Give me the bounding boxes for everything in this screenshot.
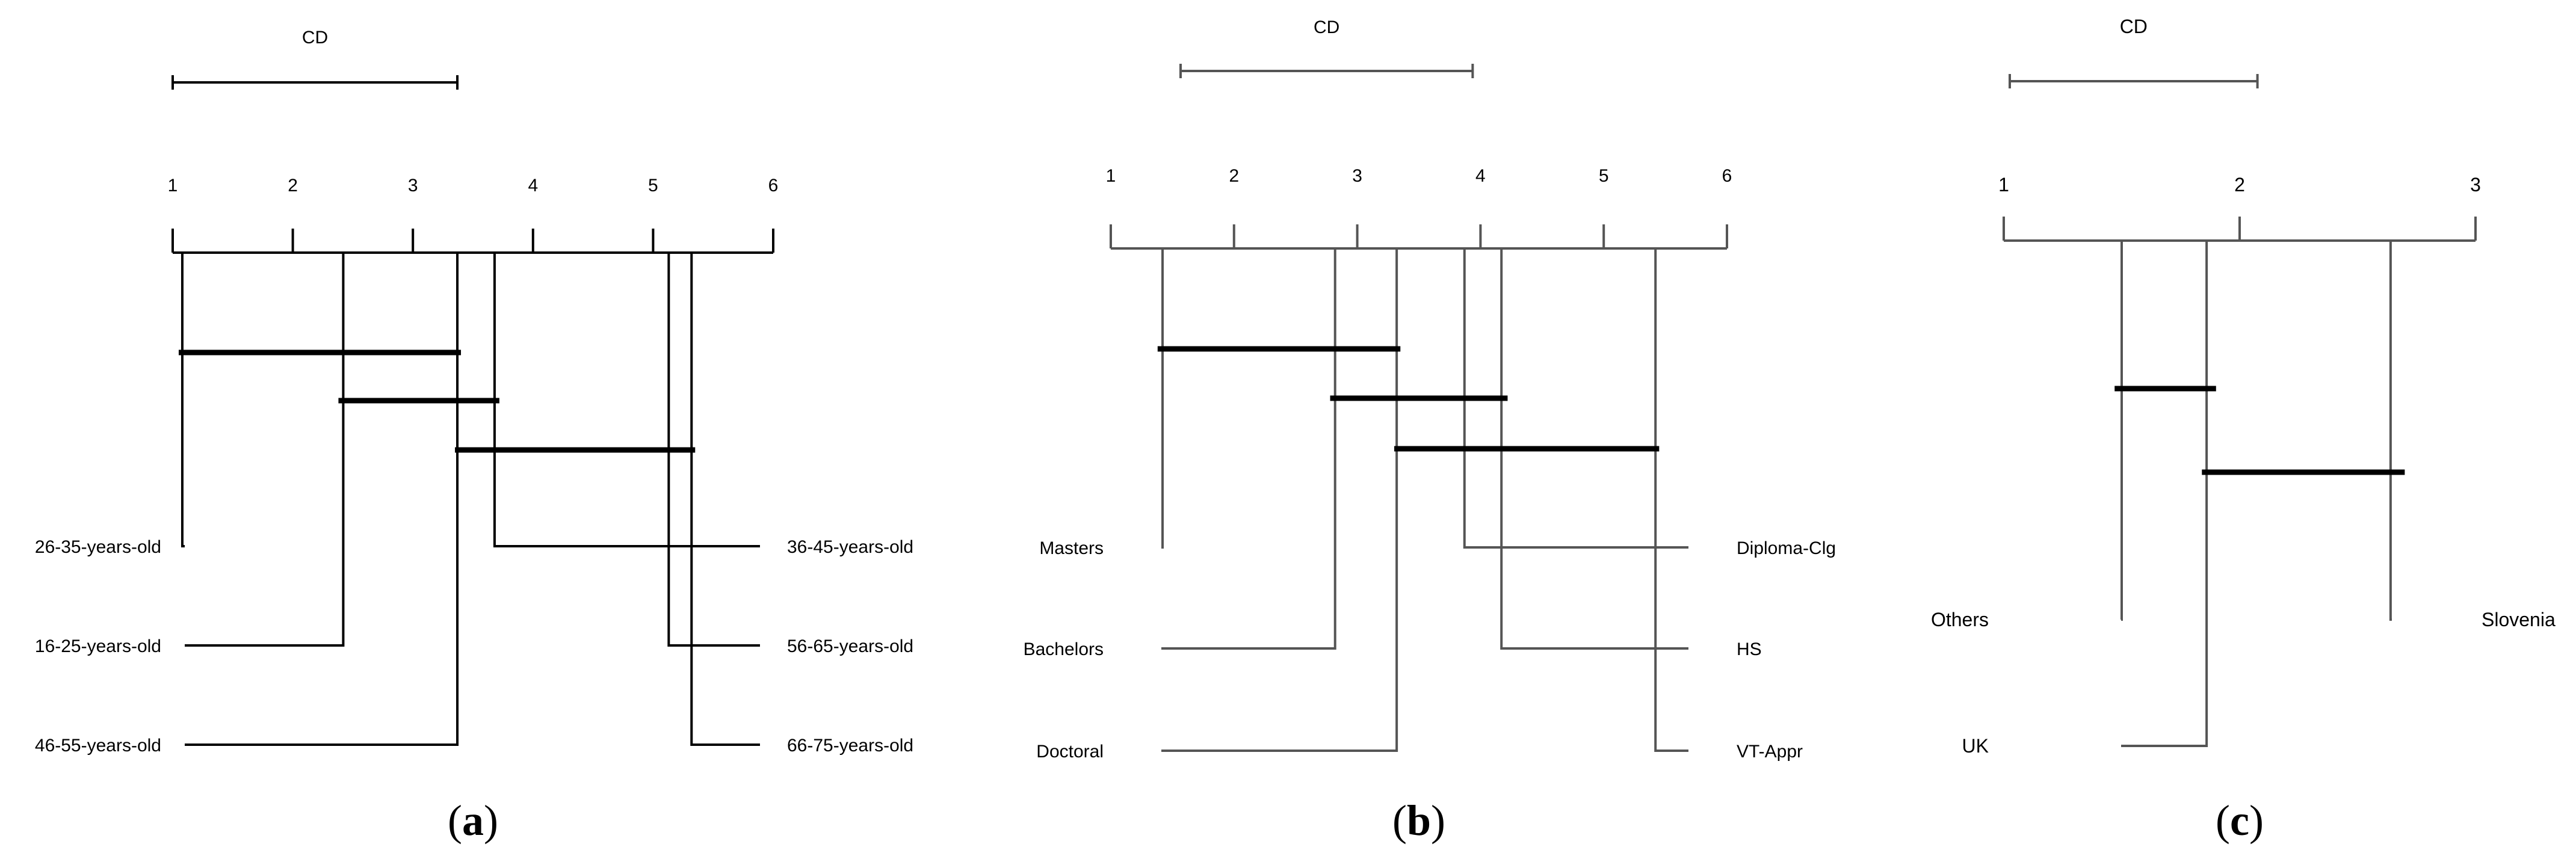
method-label: 16-25-years-old xyxy=(35,636,161,656)
cd-label: CD xyxy=(2120,16,2148,37)
method-label: VT-Appr xyxy=(1737,742,1803,762)
rank-connector xyxy=(690,253,760,746)
method-label: Bachelors xyxy=(1024,639,1104,659)
cd-label: CD xyxy=(1314,17,1339,37)
tick-label: 5 xyxy=(648,176,658,195)
method-label: Diploma-Clg xyxy=(1737,538,1836,558)
method-label: UK xyxy=(1962,735,1989,757)
rank-connector xyxy=(1161,248,1336,650)
panel-letter: c xyxy=(2230,796,2249,845)
tick-label: 4 xyxy=(1475,166,1486,186)
tick-label: 1 xyxy=(168,176,178,195)
method-label: HS xyxy=(1737,639,1762,659)
rank-connector xyxy=(185,253,345,647)
method-label: Masters xyxy=(1039,538,1104,558)
rank-connector xyxy=(1463,248,1688,549)
panel-letter: a xyxy=(462,796,484,845)
panel-caption: (c) xyxy=(2216,796,2264,845)
tick-label: 2 xyxy=(288,176,298,195)
panel-caption: (a) xyxy=(448,796,498,845)
method-label: Slovenia xyxy=(2482,609,2556,630)
tick-label: 6 xyxy=(768,176,779,195)
tick-label: 2 xyxy=(2234,174,2245,195)
rank-connector xyxy=(493,253,760,547)
rank-connector xyxy=(1161,248,1164,549)
rank-connector xyxy=(667,253,760,647)
rank-connector xyxy=(1500,248,1688,650)
rank-connector xyxy=(2120,241,2123,621)
tick-label: 5 xyxy=(1599,166,1609,186)
rank-connector xyxy=(181,253,185,547)
tick-label: 6 xyxy=(1722,166,1732,186)
tick-label: 1 xyxy=(1998,174,2009,195)
rank-connector xyxy=(1654,248,1688,752)
cd-label: CD xyxy=(302,28,328,48)
method-label: 36-45-years-old xyxy=(787,537,913,557)
method-label: 56-65-years-old xyxy=(787,636,913,656)
method-label: Others xyxy=(1931,609,1989,630)
tick-label: 1 xyxy=(1106,166,1116,186)
tick-label: 3 xyxy=(408,176,418,195)
tick-label: 3 xyxy=(1352,166,1362,186)
method-label: Doctoral xyxy=(1036,742,1104,762)
panel-a-cd-diagram: CD 1 2 3 4 5 6 26-35-years-old 16-25-years-old 46… xyxy=(35,28,913,845)
rank-connector xyxy=(1161,248,1398,752)
method-label: 66-75-years-old xyxy=(787,736,913,756)
rank-connector xyxy=(2121,241,2208,747)
tick-label: 3 xyxy=(2470,174,2481,195)
tick-label: 2 xyxy=(1229,166,1239,186)
rank-connector xyxy=(2389,241,2392,621)
method-label: 46-55-years-old xyxy=(35,736,161,756)
panel-letter: b xyxy=(1407,796,1431,845)
panel-caption: (b) xyxy=(1392,796,1445,845)
method-label: 26-35-years-old xyxy=(35,537,161,557)
tick-label: 4 xyxy=(528,176,538,195)
rank-connector xyxy=(185,253,459,746)
